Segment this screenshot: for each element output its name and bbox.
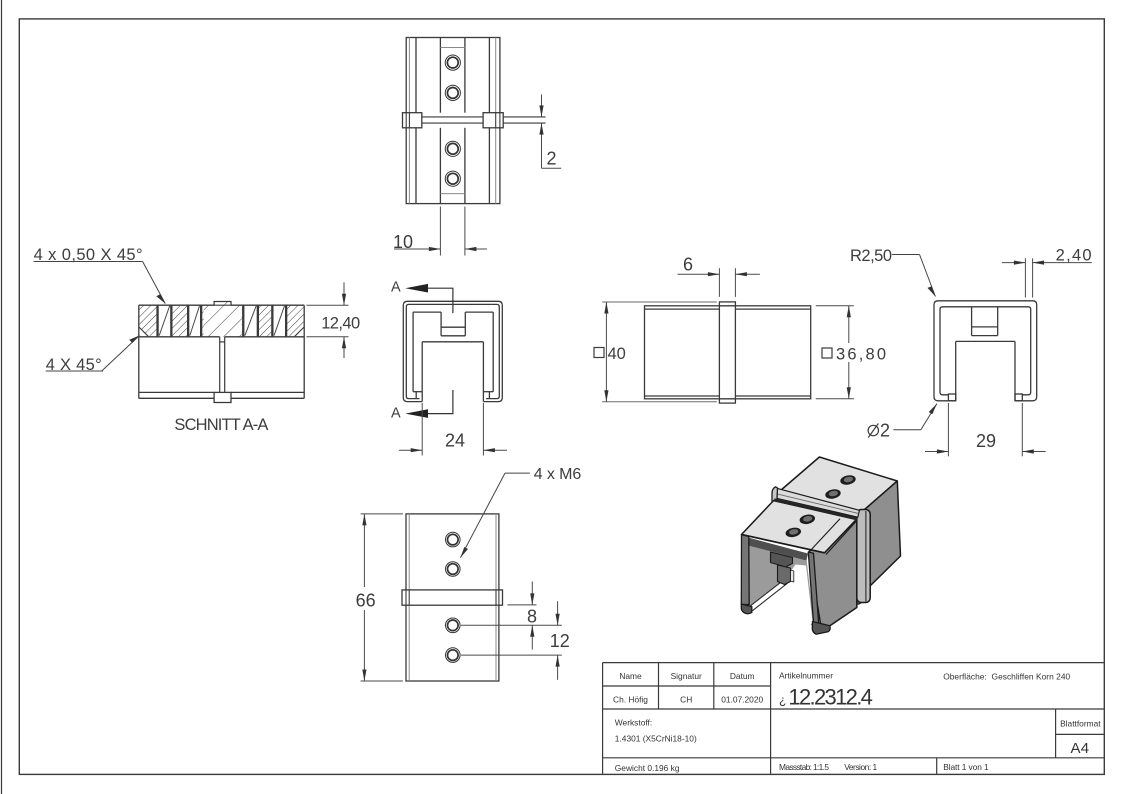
svg-text:SCHNITT A-A: SCHNITT A-A	[174, 416, 268, 434]
svg-text:Blattformat: Blattformat	[1060, 718, 1101, 728]
svg-text:1.4301 (X5CrNi18-10): 1.4301 (X5CrNi18-10)	[615, 734, 697, 744]
svg-text:4 x M6: 4 x M6	[534, 466, 582, 483]
svg-text:12: 12	[550, 631, 570, 651]
svg-text:10: 10	[393, 232, 413, 252]
svg-text:6: 6	[683, 255, 693, 275]
svg-text:A: A	[391, 279, 401, 295]
svg-text:29: 29	[976, 431, 996, 451]
svg-text:Massstab: 1:1.5: Massstab: 1:1.5	[779, 762, 829, 772]
svg-text:40: 40	[608, 345, 626, 363]
svg-text:Signatur: Signatur	[671, 671, 702, 681]
svg-text:Version: 1: Version: 1	[844, 762, 877, 772]
svg-text:24: 24	[445, 430, 465, 450]
svg-text:2: 2	[547, 149, 557, 169]
svg-text:A: A	[391, 406, 401, 422]
svg-text:2,40: 2,40	[1056, 246, 1092, 264]
svg-text:8: 8	[527, 606, 537, 626]
svg-text:66: 66	[356, 590, 376, 610]
svg-text:4 x 0,50 X 45°: 4 x 0,50 X 45°	[34, 246, 143, 264]
svg-text:4 X 45°: 4 X 45°	[46, 356, 102, 374]
svg-text:12,40: 12,40	[321, 314, 360, 332]
svg-text:Name: Name	[619, 671, 642, 681]
svg-text:Ch. Höfig: Ch. Höfig	[613, 695, 648, 705]
svg-text:Oberfläche: Geschliffen Korn: Oberfläche: Geschliffen Korn 240	[943, 671, 1070, 681]
svg-text:12.2312.4: 12.2312.4	[788, 684, 873, 709]
svg-text:36,80: 36,80	[836, 345, 886, 363]
svg-text:2: 2	[880, 421, 890, 441]
svg-text:¿: ¿	[779, 693, 786, 707]
svg-text:Blatt 1 von 1: Blatt 1 von 1	[943, 762, 989, 772]
svg-text:01.07.2020: 01.07.2020	[721, 695, 763, 705]
svg-text:A4: A4	[1071, 740, 1090, 757]
svg-text:Datum: Datum	[730, 671, 755, 681]
svg-text:Gewicht 0.196 kg: Gewicht 0.196 kg	[615, 763, 680, 773]
svg-text:CH: CH	[680, 695, 692, 705]
svg-text:Artikelnummer: Artikelnummer	[779, 671, 833, 681]
svg-text:R2,50: R2,50	[850, 247, 892, 265]
svg-text:Werkstoff:: Werkstoff:	[615, 717, 652, 727]
